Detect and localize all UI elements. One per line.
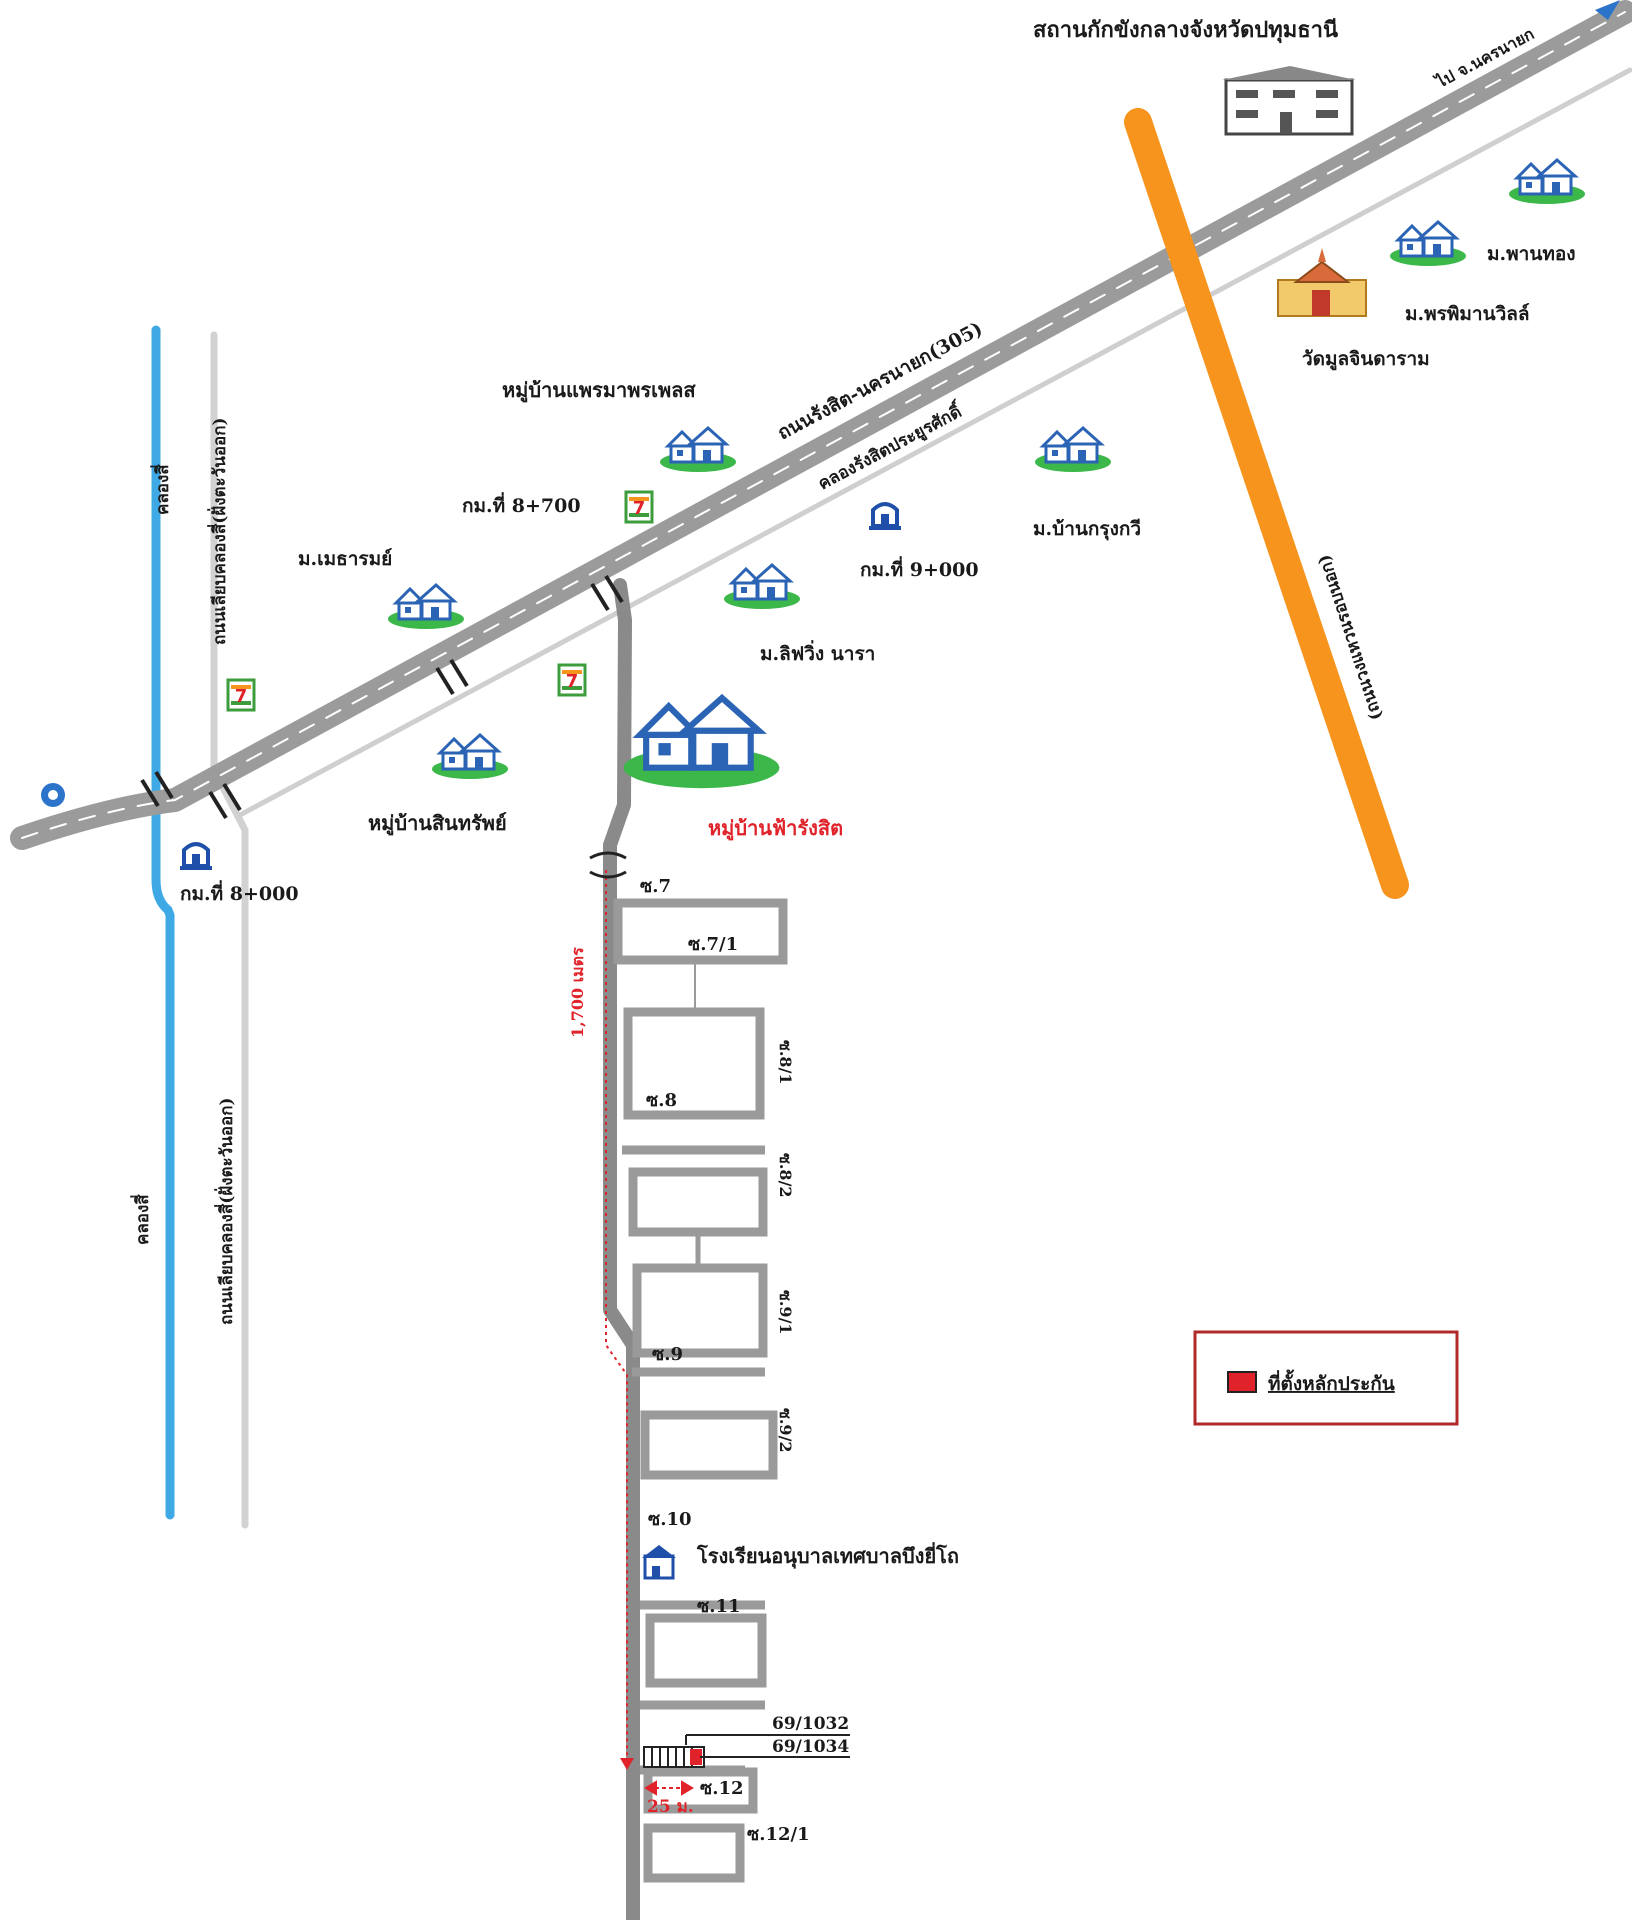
fa-rangsit-village-icon: [624, 698, 780, 788]
seven-eleven-icon: [557, 663, 587, 697]
soi-12-1-label: ซ.12/1: [747, 1824, 810, 1845]
address-69-1034-label: 69/1034: [772, 1737, 849, 1757]
km-8000-label: กม.ที่ 8+000: [180, 880, 299, 905]
east-road-label-bottom: ถนนเลียบคลองสี่(ฝั่งตะวันออก): [214, 1097, 237, 1325]
gas-station-icon: [178, 842, 214, 872]
village-sinsap-label: หมู่บ้านสินทรัพย์: [368, 811, 507, 837]
outer-ring-road: [1124, 108, 1409, 899]
soi-bridge-icon: [589, 851, 627, 879]
distance-25-arrow: [644, 1780, 694, 1796]
km-8700-label: กม.ที่ 8+700: [462, 492, 581, 517]
legend-label: ที่ตั้งหลักประกัน: [1268, 1369, 1395, 1395]
soi-11-label: ซ.11: [697, 1596, 741, 1617]
khlong-si-canal: [151, 325, 175, 1520]
distance-25-label: 25 ม.: [647, 1797, 694, 1817]
school-icon: [642, 1545, 676, 1580]
address-leader-lines: [685, 1734, 850, 1758]
property-marker: [643, 1746, 705, 1768]
khlong-si-label-bottom: คลองสี่: [130, 1194, 153, 1245]
soi-8-label: ซ.8: [646, 1090, 677, 1111]
soi-main-road: [603, 578, 640, 1920]
soi-7-label: ซ.7: [640, 876, 671, 897]
village-mettharom-label: ม.เมธารมย์: [298, 548, 392, 570]
soi-8-1-label: ซ.8/1: [776, 1040, 795, 1085]
seven-eleven-icon: [226, 678, 256, 712]
village-praemaphon-label: หมู่บ้านแพรมาพรเพลส: [502, 378, 696, 404]
soi-8-2-label: ซ.8/2: [776, 1153, 795, 1198]
gas-station-icon: [867, 502, 903, 532]
village-icon: [722, 563, 802, 611]
soi-10-label: ซ.10: [648, 1509, 692, 1530]
address-69-1032-label: 69/1032: [772, 1714, 849, 1734]
khlong-si-label-top: คลองสี่: [150, 464, 173, 515]
village-phanthong-label: ม.พานทอง: [1487, 243, 1576, 265]
village-icon: [1388, 220, 1468, 268]
village-phonphiman-label: ม.พรพิมานวิลล์: [1405, 303, 1530, 325]
compass-icon: [41, 783, 65, 807]
village-icon: [430, 733, 510, 781]
legend-swatch: [1227, 1371, 1257, 1393]
legend-box: [1193, 1330, 1459, 1426]
distance-arrow: [620, 1758, 634, 1770]
soi-9-1-label: ซ.9/1: [776, 1290, 795, 1335]
km-9000-label: กม.ที่ 9+000: [860, 556, 979, 581]
east-road-label-top: ถนนเลียบคลองสี่(ฝั่งตะวันออก): [207, 417, 230, 645]
temple-icon: [1277, 248, 1367, 317]
seven-eleven-icon: [624, 490, 654, 524]
title-prison: สถานกักขังกลางจังหวัดปทุมธานี: [1033, 17, 1338, 44]
village-lifwing-label: ม.ลิฟวิ่ง นารา: [760, 640, 875, 665]
village-fa-rangsit-label: หมู่บ้านฟ้ารังสิต: [708, 816, 843, 842]
village-bankrungkri-label: ม.บ้านกรุงกวี: [1033, 518, 1141, 541]
school-label: โรงเรียนอนุบาลเทศบาลบึงยี่โถ: [696, 1541, 959, 1569]
soi-9-label: ซ.9: [652, 1344, 683, 1365]
rangsit-canal-line: [237, 67, 1632, 818]
distance-1700-label: 1,700 เมตร: [568, 947, 587, 1038]
village-icon: [386, 583, 466, 631]
soi-blocks: [613, 898, 788, 1883]
main-road-centerline: [21, 11, 1626, 839]
village-icon: [658, 426, 738, 474]
soi-7-1-label: ซ.7/1: [688, 934, 738, 955]
north-arrow-icon: [1595, 0, 1620, 20]
soi-12-label: ซ.12: [700, 1778, 744, 1799]
village-icon: [1507, 158, 1587, 206]
village-icon: [1033, 426, 1113, 474]
khlong-si-east-road: [210, 331, 249, 1529]
temple-label: วัดมูลจินดาราม: [1302, 348, 1430, 371]
prison-building-icon: [1222, 66, 1356, 136]
soi-9-2-label: ซ.9/2: [776, 1408, 795, 1453]
